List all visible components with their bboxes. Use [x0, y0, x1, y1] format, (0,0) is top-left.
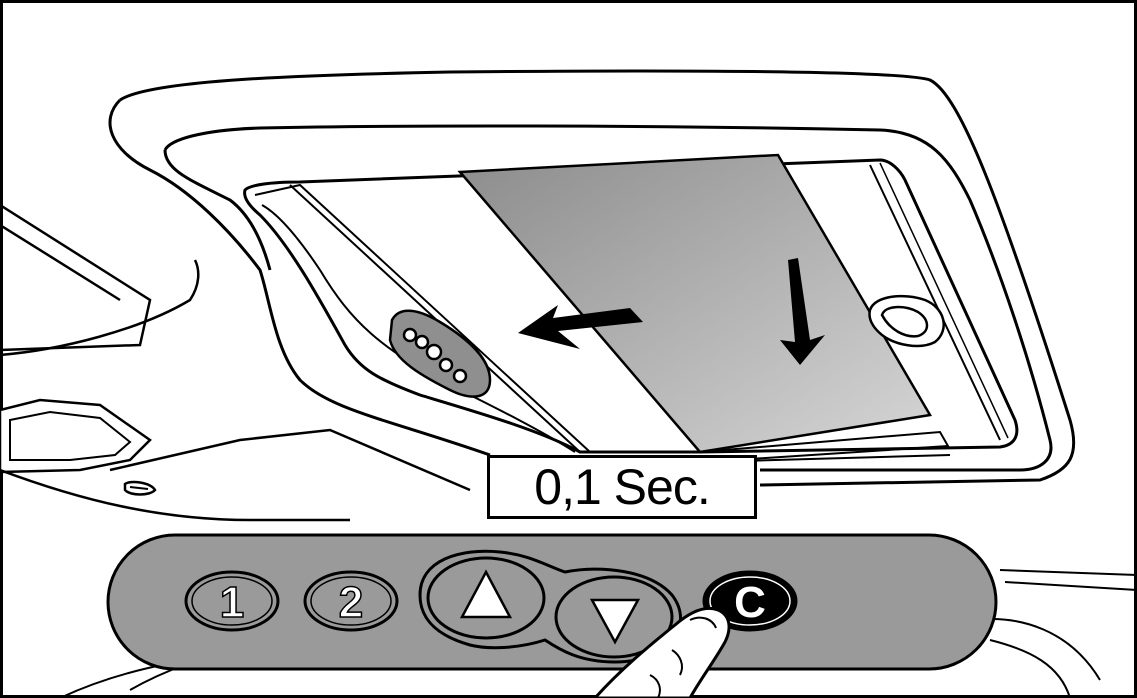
arrow-down-icon	[780, 258, 825, 365]
duration-label: 0,1 Sec.	[487, 455, 757, 519]
memory-2-label: 2	[339, 578, 363, 627]
courtesy-light	[0, 398, 471, 522]
memory-1-button[interactable]: 1	[184, 570, 280, 632]
triangle-up-icon	[459, 569, 513, 619]
control-panel: 1 2 C	[106, 533, 998, 671]
memory-1-label: 1	[220, 578, 244, 627]
switch-dot	[414, 334, 430, 350]
triangle-down-icon	[589, 598, 641, 645]
switch-dot	[438, 357, 454, 373]
down-button[interactable]	[554, 575, 674, 659]
switch-dot	[452, 368, 468, 384]
rear-knob	[868, 294, 945, 348]
sun-visor	[0, 203, 200, 357]
glass-panel	[457, 153, 933, 454]
switch-dot	[425, 343, 443, 361]
finger-illustration	[592, 606, 731, 698]
arrow-left-icon	[518, 305, 643, 349]
memory-2-button[interactable]: 2	[303, 570, 399, 632]
headliner-switch	[388, 309, 492, 398]
close-label: C	[734, 578, 766, 627]
up-button[interactable]	[426, 556, 546, 640]
sunroof-bezel	[108, 69, 1076, 487]
switch-dot	[402, 327, 418, 343]
